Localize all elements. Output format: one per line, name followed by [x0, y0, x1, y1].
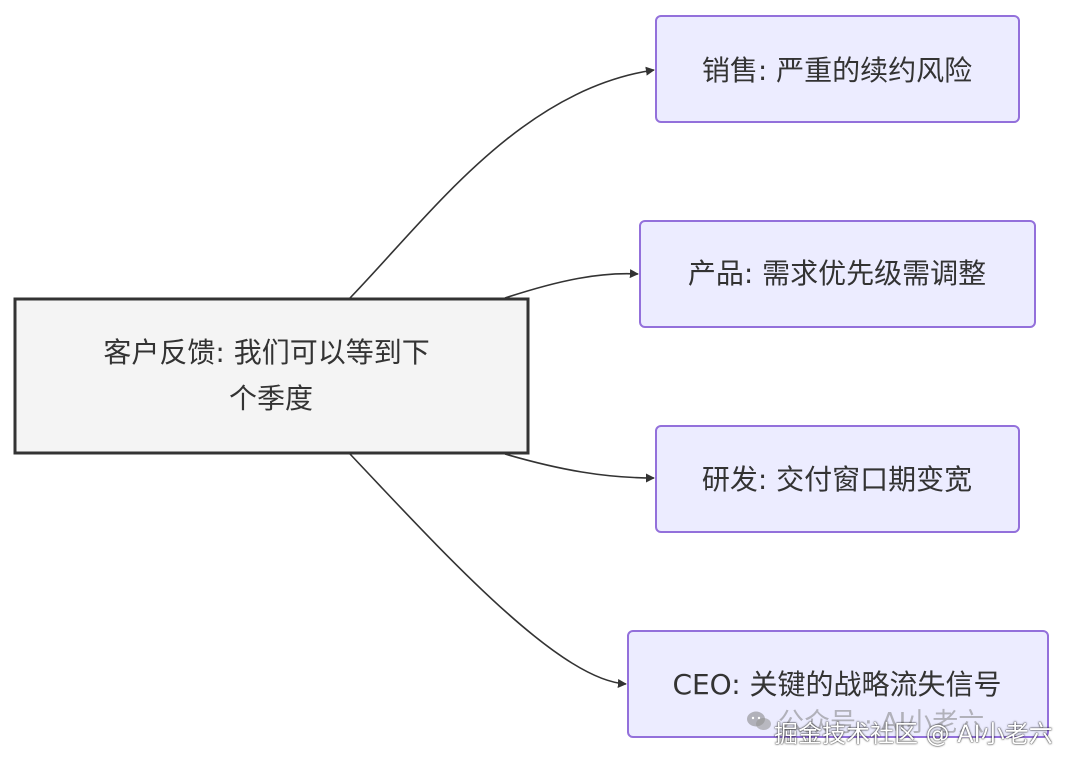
node-sales: 销售: 严重的续约风险 [655, 15, 1020, 123]
node-customer-feedback-line-1: 客户反馈: 我们可以等到下 [103, 336, 429, 369]
node-rnd: 研发: 交付窗口期变宽 [655, 425, 1020, 533]
node-product-label: 产品: 需求优先级需调整 [688, 257, 986, 290]
wechat-icon [747, 711, 771, 730]
watermark: 公众号 · AI小老六 掘金技术社区 @ AI小老六 [746, 702, 1076, 748]
node-customer-feedback: 客户反馈: 我们可以等到下 个季度 [13, 297, 530, 455]
edge-to-ceo [349, 453, 627, 688]
watermark-wechat-text: 公众号 · AI小老六 [778, 708, 985, 738]
edge-to-rnd [504, 453, 655, 483]
watermark-wechat: 公众号 · AI小老六 [746, 702, 984, 739]
node-sales-label: 销售: 严重的续约风险 [702, 54, 972, 87]
node-customer-feedback-line-2: 个季度 [229, 382, 313, 415]
node-product: 产品: 需求优先级需调整 [639, 220, 1036, 328]
node-ceo: CEO: 关键的战略流失信号 [627, 630, 1049, 738]
edge-to-sales [349, 66, 655, 299]
watermark-juejin-text: 掘金技术社区 @ AI小老六 [774, 720, 1053, 748]
edge-to-product [504, 269, 639, 299]
node-ceo-label: CEO: 关键的战略流失信号 [672, 668, 1001, 701]
node-rnd-label: 研发: 交付窗口期变宽 [702, 463, 972, 496]
node-customer-feedback-label: 客户反馈: 我们可以等到下 个季度 [103, 336, 438, 415]
